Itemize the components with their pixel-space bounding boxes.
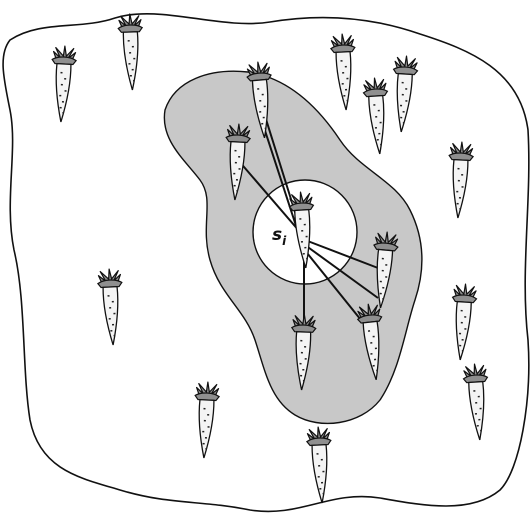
carrot-icon (363, 77, 392, 154)
carrot-icon (49, 45, 77, 122)
carrot-icon (97, 268, 125, 345)
carrot-icon (192, 381, 220, 458)
carrot-icon (389, 55, 418, 132)
carrot-icon (330, 33, 358, 110)
carrot-icon (118, 14, 145, 91)
carrot-icon (448, 283, 477, 360)
carrot-icon (306, 426, 334, 503)
carrot-icon (463, 363, 492, 440)
carrot-icon (446, 141, 474, 218)
focal-label-main: s (272, 225, 282, 245)
